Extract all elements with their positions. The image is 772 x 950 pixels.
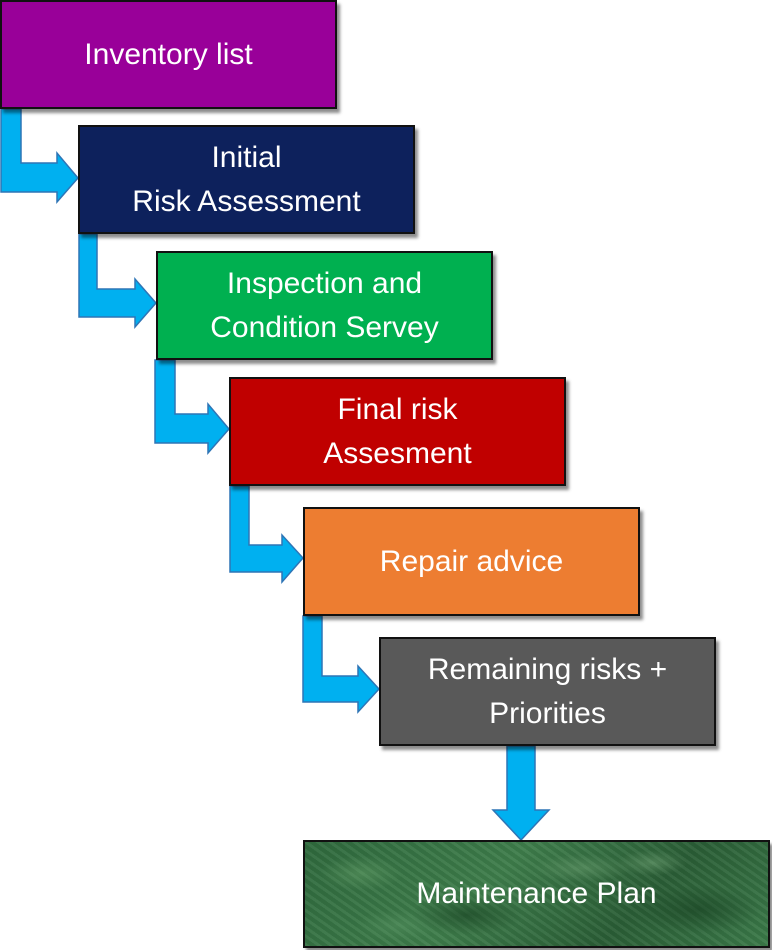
step-label: Repair advice xyxy=(379,544,564,578)
step-inspection-condition-survey: Inspection and Condition Servey xyxy=(156,251,493,360)
step-initial-risk-assessment: Initial Risk Assessment xyxy=(78,125,415,234)
step-inventory-list: Inventory list xyxy=(0,0,337,109)
arrow-icon xyxy=(154,359,230,455)
arrow-icon xyxy=(78,233,157,329)
arrow-icon xyxy=(0,108,79,204)
step-label: Inspection and Condition Servey xyxy=(210,266,439,344)
step-remaining-risks-priorities: Remaining risks + Priorities xyxy=(379,637,716,746)
step-maintenance-plan: Maintenance Plan xyxy=(303,840,770,948)
step-repair-advice: Repair advice xyxy=(303,507,640,616)
step-label: Inventory list xyxy=(84,37,253,71)
arrow-icon xyxy=(229,485,305,584)
step-label: Final risk Assesment xyxy=(323,392,472,470)
step-final-risk-assessment: Final risk Assesment xyxy=(229,377,566,486)
arrow-icon xyxy=(491,745,551,842)
step-label: Maintenance Plan xyxy=(416,877,657,910)
step-label: Remaining risks + Priorities xyxy=(427,652,668,730)
arrow-icon xyxy=(302,615,381,714)
step-label: Initial Risk Assessment xyxy=(132,140,361,218)
